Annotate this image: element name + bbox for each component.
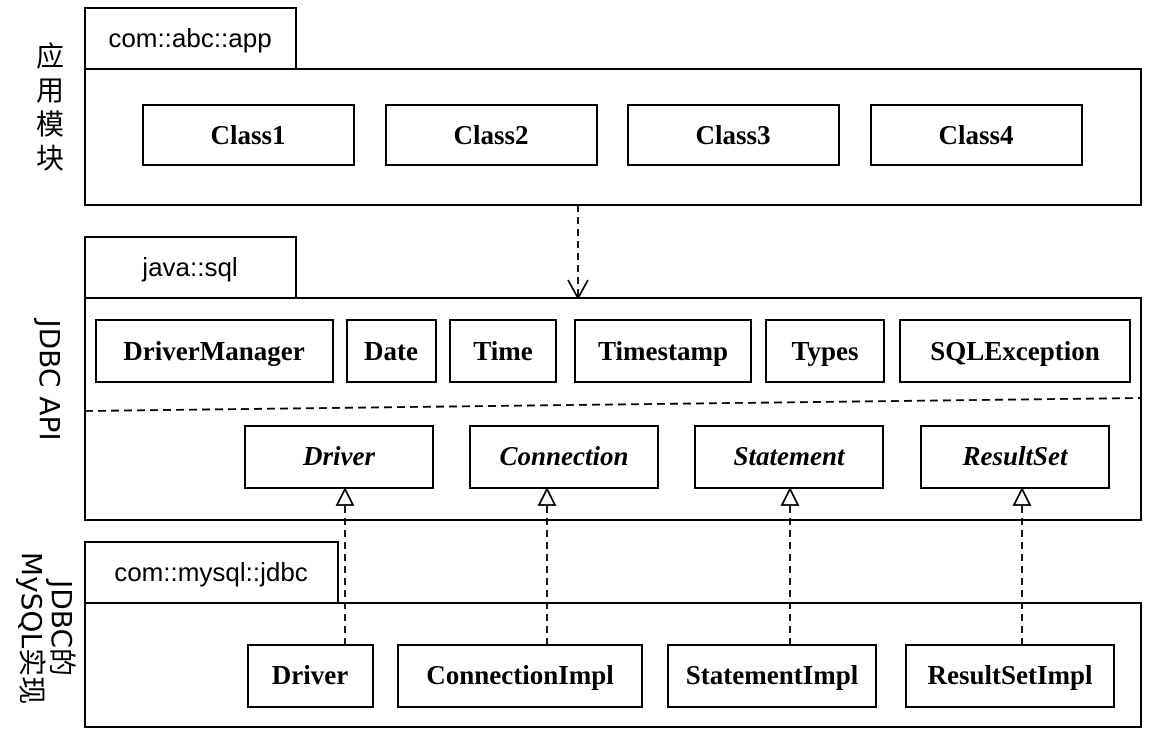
side-label-app-char: 用 bbox=[36, 74, 64, 107]
interface-name: Driver bbox=[302, 441, 375, 471]
interface-box bbox=[469, 425, 659, 489]
class-name: Types bbox=[791, 336, 858, 366]
class-box bbox=[905, 644, 1115, 708]
realization-arrows bbox=[335, 486, 1032, 645]
class-name: Driver bbox=[272, 660, 348, 690]
side-label-impl-line: JDBC的 bbox=[45, 578, 78, 676]
class-name: StatementImpl bbox=[686, 660, 859, 690]
interface-box bbox=[694, 425, 884, 489]
class-name: Time bbox=[473, 336, 533, 366]
side-label-impl: JDBC的 MySQL实现 bbox=[15, 552, 78, 704]
side-label-impl-line: MySQL实现 bbox=[15, 552, 48, 704]
class-name: ConnectionImpl bbox=[426, 660, 614, 690]
interface-name: Statement bbox=[733, 441, 846, 471]
impl-classes: Driver ConnectionImpl StatementImpl Resu… bbox=[247, 644, 1115, 708]
side-label-app-char: 应 bbox=[36, 40, 64, 73]
class-name: Timestamp bbox=[598, 336, 728, 366]
side-label-app: 应 用 模 块 bbox=[36, 40, 64, 175]
package-app-name: com::abc::app bbox=[108, 23, 271, 53]
class-box bbox=[142, 104, 355, 166]
class-box bbox=[899, 319, 1131, 383]
class-box bbox=[627, 104, 840, 166]
package-api-name: java::sql bbox=[141, 252, 237, 282]
package-impl-tab bbox=[84, 541, 339, 604]
side-label-app-char: 块 bbox=[36, 142, 64, 175]
class-name: ResultSetImpl bbox=[927, 660, 1093, 690]
interface-name: ResultSet bbox=[961, 441, 1069, 471]
app-classes: Class1 Class2 Class3 Class4 bbox=[142, 104, 1083, 166]
realization-arrowhead bbox=[537, 486, 557, 506]
class-name: Date bbox=[364, 336, 418, 366]
class-box bbox=[574, 319, 752, 383]
class-name: DriverManager bbox=[123, 336, 304, 366]
package-impl-name: com::mysql::jdbc bbox=[114, 557, 308, 587]
class-name: Class2 bbox=[453, 120, 528, 150]
class-name: Class1 bbox=[210, 120, 285, 150]
realization-arrowhead bbox=[1012, 486, 1032, 506]
side-label-app-char: 模 bbox=[36, 108, 64, 141]
side-label-api: JDBC API bbox=[33, 317, 66, 440]
realization-arrowhead bbox=[780, 486, 800, 506]
class-box bbox=[247, 644, 374, 708]
class-box bbox=[870, 104, 1083, 166]
class-box bbox=[667, 644, 877, 708]
class-name: Class3 bbox=[695, 120, 770, 150]
api-interfaces: Driver Connection Statement ResultSet bbox=[244, 425, 1110, 489]
class-box bbox=[385, 104, 598, 166]
api-classes: DriverManager Date Time Timestamp Types … bbox=[95, 319, 1131, 383]
class-box bbox=[449, 319, 557, 383]
class-name: SQLException bbox=[930, 336, 1100, 366]
class-box bbox=[765, 319, 885, 383]
class-box bbox=[346, 319, 437, 383]
interface-box bbox=[920, 425, 1110, 489]
class-name: Class4 bbox=[938, 120, 1013, 150]
class-box bbox=[95, 319, 334, 383]
realization-arrowhead bbox=[335, 486, 355, 506]
interface-name: Connection bbox=[499, 441, 628, 471]
package-app-tab bbox=[84, 7, 297, 70]
class-box bbox=[397, 644, 643, 708]
interface-box bbox=[244, 425, 434, 489]
api-separator bbox=[84, 397, 1142, 412]
dependency-arrow bbox=[567, 205, 589, 300]
